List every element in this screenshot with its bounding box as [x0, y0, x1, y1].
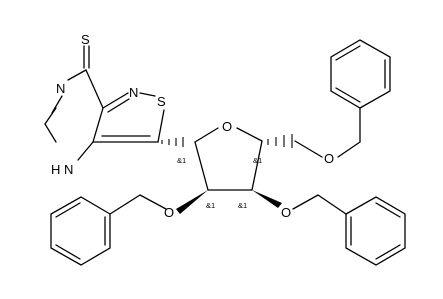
phenyl-ring-left	[50, 196, 111, 266]
bond-n-s	[139, 92, 156, 97]
bond-c3a-c7a	[92, 107, 104, 143]
bond-c7a-n-inner	[107, 98, 130, 113]
stereo-label-c4: &1	[253, 156, 262, 165]
atom-label-o-ch2: O	[324, 151, 334, 166]
bond-c4-c3	[251, 140, 263, 191]
bond-c2-c1	[194, 141, 209, 191]
bond-c7-n6	[67, 69, 87, 81]
isothiazole-ring	[92, 92, 165, 143]
stereo-label-c2: &1	[206, 201, 215, 210]
phenyl-br-double-2	[375, 244, 401, 260]
atom-label-o-right: O	[281, 205, 291, 220]
bond-s-c3	[157, 109, 165, 143]
bond-ch2-phenyl-br	[317, 194, 347, 215]
atom-label-s-isothiazole: S	[157, 94, 166, 109]
stereo-label-c3: &1	[238, 201, 247, 210]
bond-c7a-n	[102, 92, 129, 109]
phenyl-br-double-1	[375, 202, 401, 218]
phenyl-left-double-1	[55, 202, 81, 218]
atom-label-o-left: O	[164, 205, 174, 220]
atom-label-o-ring: O	[222, 119, 232, 134]
furanose-ring	[161, 127, 323, 214]
phenyl-ring-top	[330, 39, 391, 109]
bond-o-ch2-right	[337, 141, 361, 158]
bond-ch2-o	[294, 140, 323, 158]
c1-hash-bond	[161, 137, 184, 147]
atom-label-n-ring6: N	[56, 81, 65, 96]
bottom-left-benzyl	[50, 194, 167, 266]
c3-wedge-bond	[252, 190, 282, 208]
bond-o-c4	[236, 127, 263, 142]
atom-label-h: H	[51, 162, 60, 177]
bond-c7a-c7	[85, 69, 104, 109]
atom-label-s-thione: S	[81, 32, 90, 47]
bottom-right-benzyl	[292, 194, 406, 266]
pyrimidine-ring	[44, 45, 104, 161]
bond-n6-c5	[44, 107, 57, 125]
atom-label-nh: N	[64, 162, 73, 177]
bond-n6-c5-inner	[51, 95, 63, 114]
top-right-benzyl	[330, 39, 391, 158]
bond-o-ch2-left	[139, 194, 167, 210]
bond-c1-o	[194, 127, 219, 143]
stereo-label-c1: &1	[177, 156, 186, 165]
phenyl-top-double-3	[335, 87, 361, 103]
c4-hash-bond	[267, 134, 293, 148]
bond-n4-c3a	[77, 141, 94, 161]
bond-c5-n4	[44, 123, 57, 143]
c2-wedge-bond	[176, 190, 208, 214]
phenyl-ring-br	[345, 196, 406, 266]
atom-label-n-isothiazole: N	[129, 85, 138, 100]
phenyl-left-double-2	[55, 244, 81, 260]
phenyl-top-double-2	[335, 45, 361, 61]
bond-o-ch2-br	[292, 194, 319, 210]
bond-ch2-phenyl-left	[109, 194, 141, 215]
